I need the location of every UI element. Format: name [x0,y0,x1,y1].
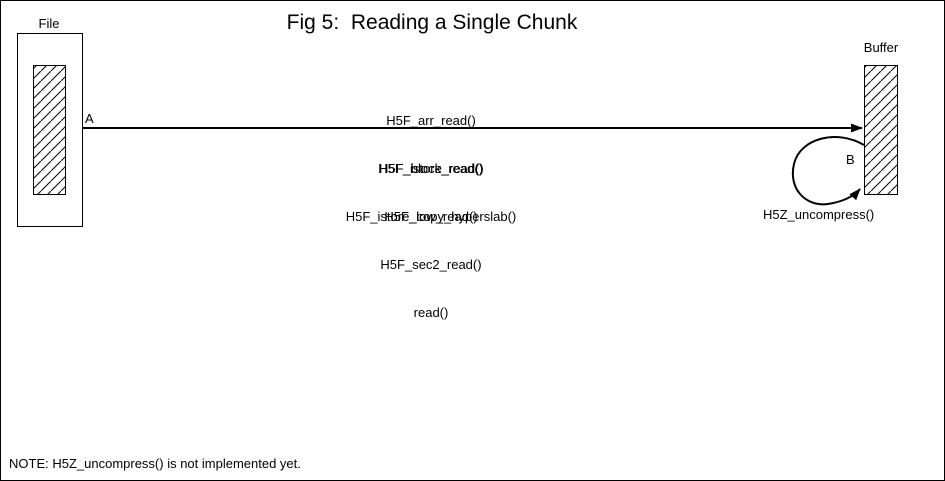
call-stack-line: H5F_arr_read() [386,113,476,128]
uncompress-loop-label: B [846,152,855,167]
figure-note: NOTE: H5Z_uncompress() is not implemente… [9,456,301,471]
call-stack-line: H5F_block_read() [378,161,484,176]
uncompress-loop-arrow [791,136,865,206]
file-outer-box [17,33,83,227]
buffer-box-label: Buffer [863,40,899,55]
call-stack-line: H5F_low_read() [384,209,478,224]
buffer-data-hatch [864,65,898,195]
read-arrow-label: A [85,111,94,126]
file-data-hatch [33,65,66,195]
file-box-label: File [38,16,60,31]
call-stack-line: read() [413,305,449,320]
call-stack-below-arrow: H5F_block_read() H5F_low_read() H5F_sec2… [379,129,483,353]
call-stack-above-arrow: H5F_arr_read() H5F_istore_read() H5F_ist… [346,81,517,257]
uncompress-caption: H5Z_uncompress() [763,207,875,222]
call-stack-line: H5F_istore_read() [378,161,484,176]
call-stack-line: H5F_sec2_read() [380,257,482,272]
call-stack-line: H5F_istore_copy_hyperslab() [345,209,517,224]
figure-title: Fig 5: Reading a Single Chunk [286,11,578,34]
